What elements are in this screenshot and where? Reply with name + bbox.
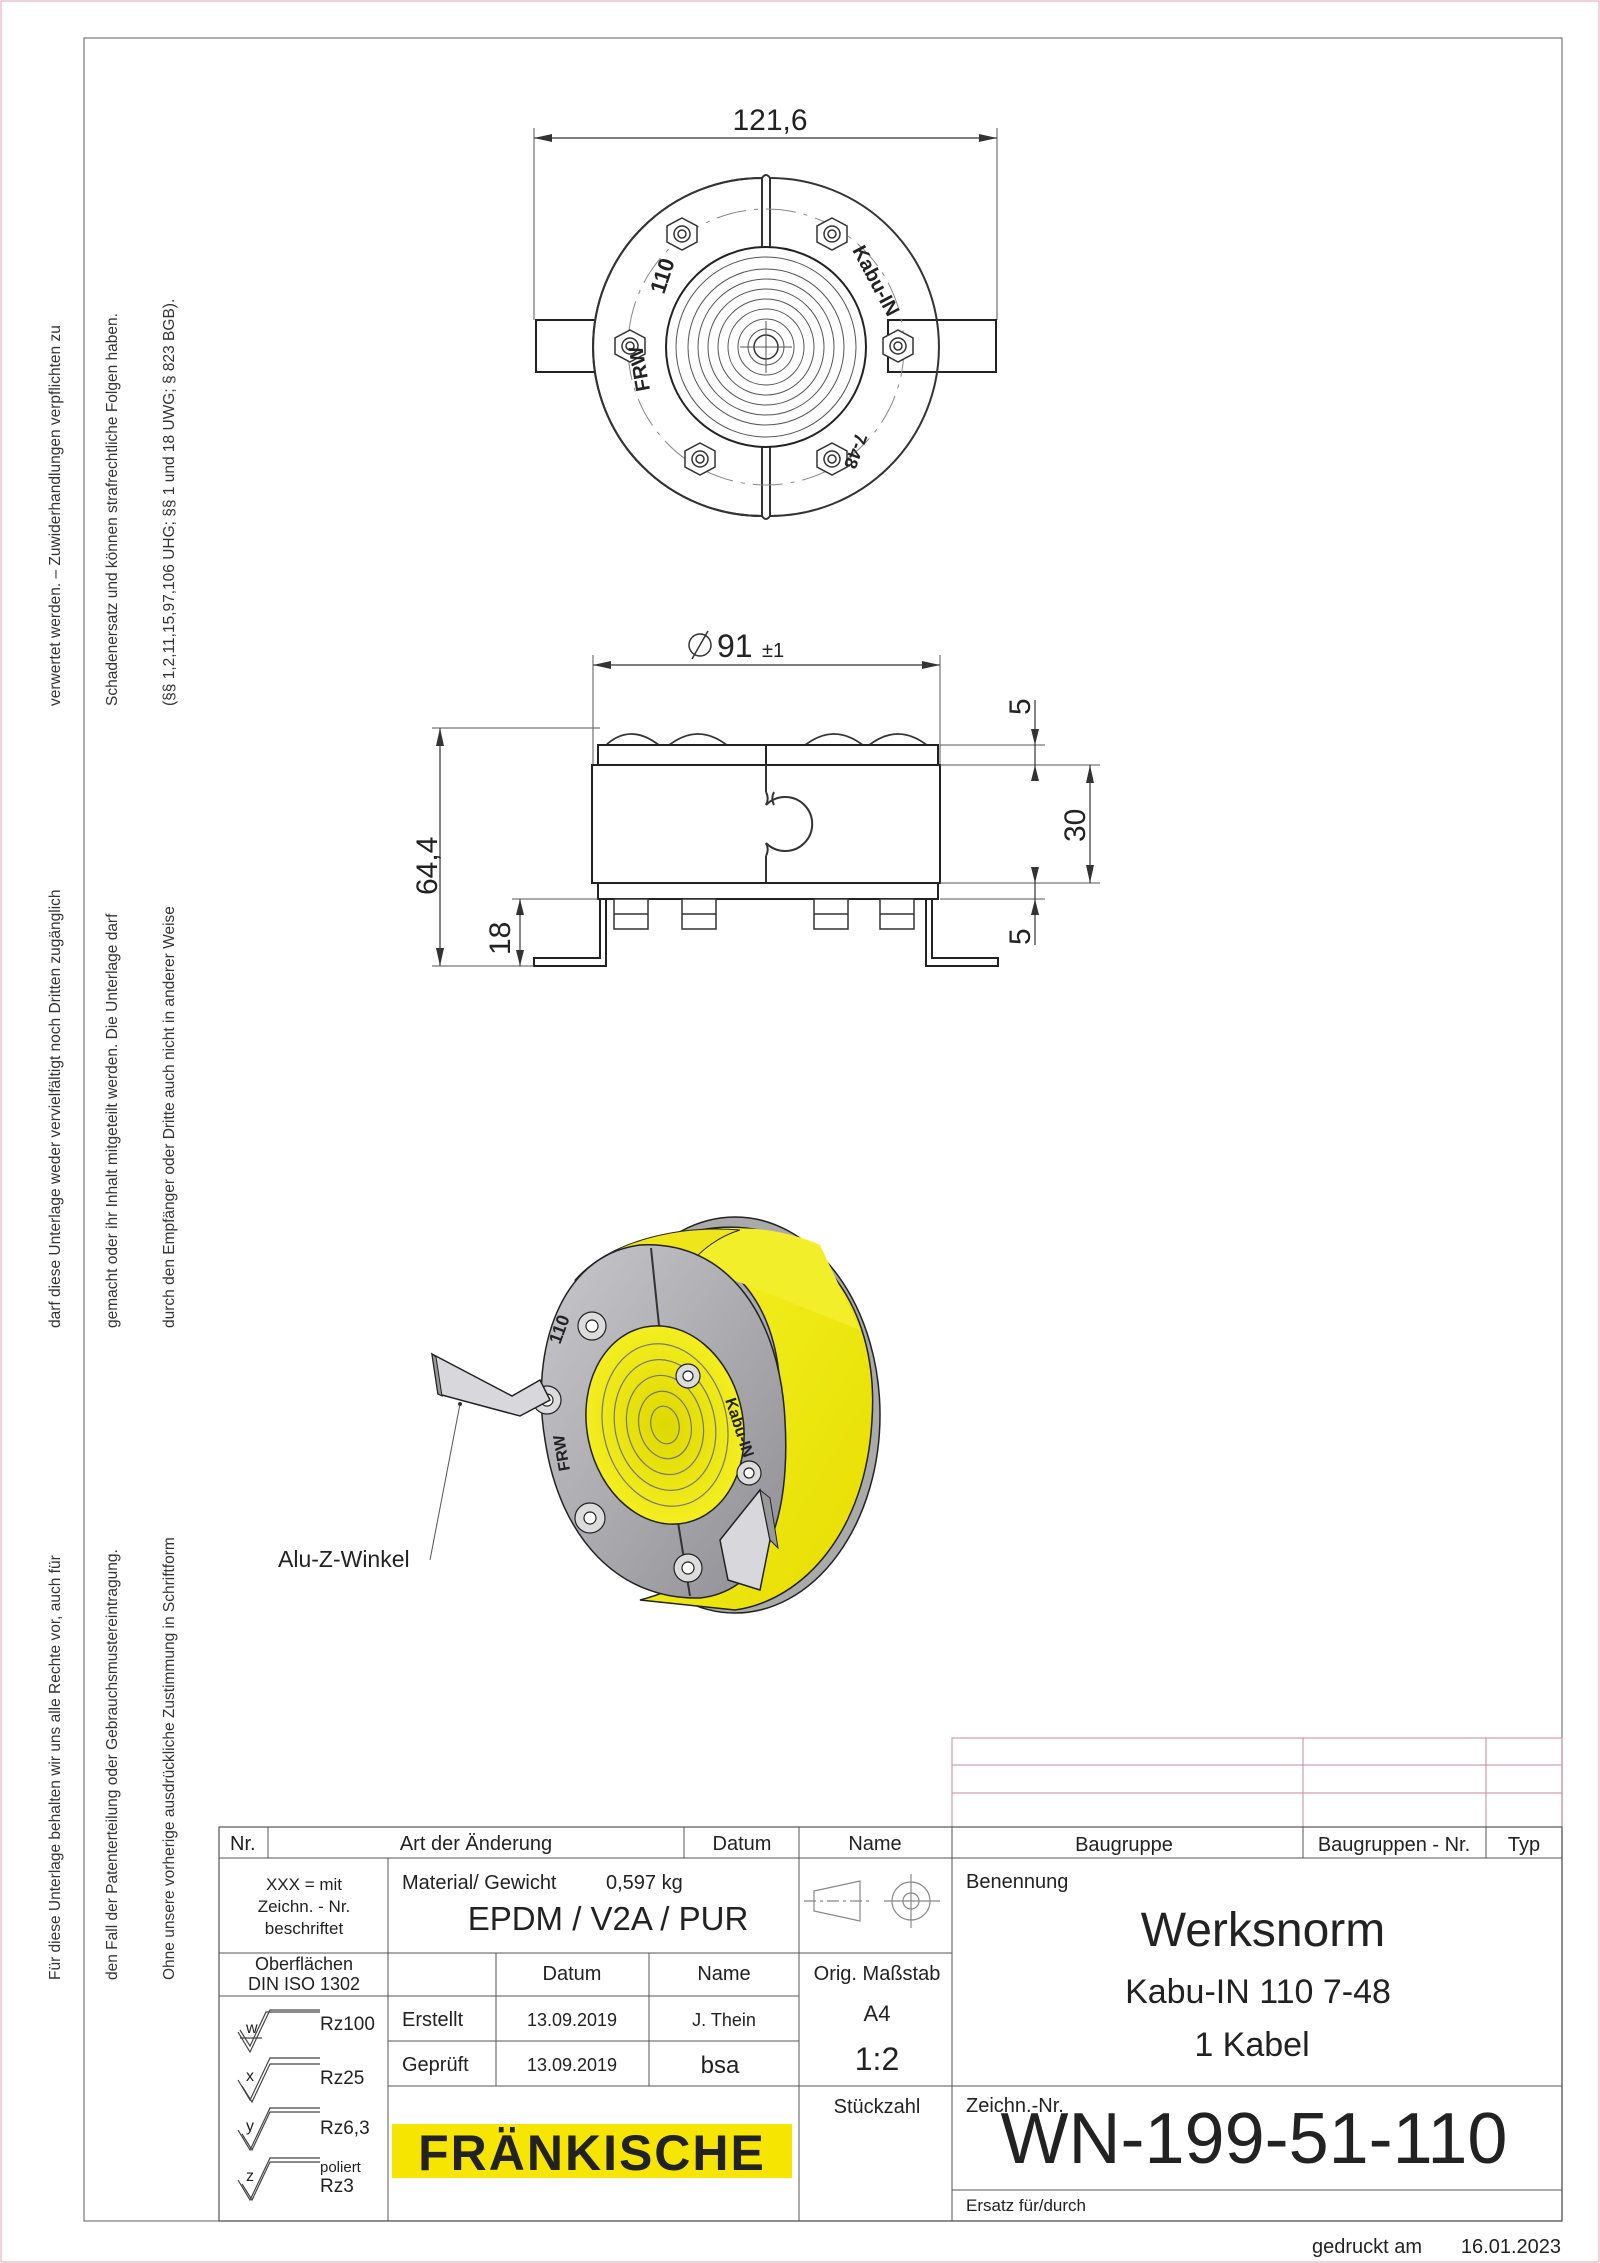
top-view: 121,6	[533, 104, 998, 520]
iso-view: 110 FRW Kabu-IN Alu-Z-Winkel	[278, 1216, 881, 1614]
created-name: J. Thein	[692, 2010, 756, 2030]
company-logo-bg	[392, 2124, 792, 2178]
rev-col-datum: Datum	[713, 1833, 772, 1855]
notice-line-2: den Fall der Patenterteilung oder Gebrau…	[104, 1549, 121, 1980]
designation-sub: 1 Kabel	[1194, 2026, 1309, 2064]
surface-sym-x: x	[246, 2068, 254, 2085]
format-value: A4	[864, 2001, 891, 2026]
printed-label: gedruckt am	[1312, 2236, 1422, 2258]
date-header: Datum	[543, 1963, 602, 1985]
designation-product: Kabu-IN 110 7-48	[1125, 1973, 1391, 2011]
notice-line-9: (§§ 1,2,11,15,97,106 UHG; §§ 1 und 18 UW…	[161, 298, 178, 706]
orig-scale-label: Orig. Maßstab	[814, 1963, 941, 1985]
copyright-notice-block-2: darf diese Unterlage weder vervielfältig…	[8, 889, 198, 1328]
baugruppe-nr-label: Baugruppen - Nr.	[1318, 1834, 1470, 1856]
dim-diameter-label: 91	[717, 628, 753, 664]
weight-value: 0,597 kg	[606, 1872, 683, 1894]
rev-col-name: Name	[848, 1833, 901, 1855]
projection-symbol	[804, 1874, 940, 1928]
title-block: Nr. Art der Änderung Datum Name Baugrupp…	[218, 1826, 1563, 2222]
marking-note-3: beschriftet	[265, 1919, 344, 1938]
dim-body-label: 30	[1059, 809, 1092, 842]
baugruppe-label: Baugruppe	[1075, 1834, 1173, 1856]
checked-date: 13.09.2019	[527, 2055, 617, 2075]
checked-label: Geprüft	[402, 2054, 469, 2076]
printed-date: 16.01.2023	[1461, 2236, 1561, 2258]
scale-value: 1:2	[855, 2041, 899, 2077]
rev-col-art: Art der Änderung	[400, 1833, 552, 1855]
created-date: 13.09.2019	[527, 2010, 617, 2030]
dim-height-label: 64,4	[411, 837, 444, 895]
surface-sym-y: y	[246, 2118, 254, 2135]
notice-line-4: darf diese Unterlage weder vervielfältig…	[47, 889, 64, 1328]
typ-label: Typ	[1508, 1834, 1540, 1856]
company-logo: FRÄNKISCHE	[418, 2125, 766, 2181]
rev-col-nr: Nr.	[230, 1833, 256, 1855]
surface-symbols	[237, 2009, 320, 2202]
revision-grid	[951, 1737, 1563, 1828]
replaces-label: Ersatz für/durch	[966, 2196, 1086, 2215]
drawing-no: WN-199-51-110	[1001, 2099, 1508, 2179]
surface-sym-w: w	[245, 2020, 258, 2037]
dim-diameter-tol: ±1	[762, 640, 784, 662]
quantity-label: Stückzahl	[834, 2096, 921, 2118]
copyright-notice-block-3: verwertet werden. – Zuwiderhandlungen ve…	[8, 299, 198, 706]
copyright-notice-block-1: Für diese Unterlage behalten wir uns all…	[8, 1537, 198, 1980]
notice-line-8: Schadenersatz und können strafrechtliche…	[104, 313, 121, 706]
drawing-no-label: Zeichn.-Nr.	[966, 2095, 1064, 2117]
material-value: EPDM / V2A / PUR	[468, 1900, 749, 1937]
surface-header-1: Oberflächen	[255, 1954, 353, 1974]
created-label: Erstellt	[402, 2009, 464, 2031]
surface-val-y: Rz6,3	[320, 2118, 370, 2139]
side-view: 91 ±1	[411, 628, 1100, 967]
marking-note-2: Zeichn. - Nr.	[258, 1897, 351, 1916]
checked-name: bsa	[701, 2052, 740, 2079]
notice-line-5: gemacht oder ihr Inhalt mitgeteilt werde…	[104, 913, 121, 1328]
marking-note-1: XXX = mit	[266, 1875, 342, 1894]
designation-title: Werksnorm	[1141, 1904, 1385, 1957]
dim-bottom-label: 5	[1004, 928, 1037, 945]
dim-top-label: 5	[1004, 698, 1037, 715]
designation-label: Benennung	[966, 1871, 1068, 1893]
surface-val-w: Rz100	[320, 2014, 375, 2035]
dim-foot-label: 18	[484, 922, 517, 955]
surface-header-2: DIN ISO 1302	[248, 1974, 360, 1994]
surface-note-z: poliert	[320, 2159, 362, 2176]
notice-line-3: Ohne unsere vorherige ausdrückliche Zust…	[161, 1537, 178, 1980]
alu-z-winkel-callout: Alu-Z-Winkel	[278, 1546, 410, 1572]
iso-mark-frw: FRW	[551, 1433, 574, 1472]
notice-line-7: verwertet werden. – Zuwiderhandlungen ve…	[47, 325, 64, 706]
surface-val-x: Rz25	[320, 2068, 364, 2089]
surface-val-z: Rz3	[320, 2176, 354, 2197]
notice-line-1: Für diese Unterlage behalten wir uns all…	[47, 1555, 64, 1980]
material-label: Material/ Gewicht	[402, 1872, 557, 1894]
surface-sym-z: z	[246, 2168, 254, 2185]
name-header: Name	[697, 1963, 750, 1985]
dim-width-label: 121,6	[732, 104, 807, 137]
notice-line-6: durch den Empfänger oder Dritte auch nic…	[161, 906, 178, 1328]
